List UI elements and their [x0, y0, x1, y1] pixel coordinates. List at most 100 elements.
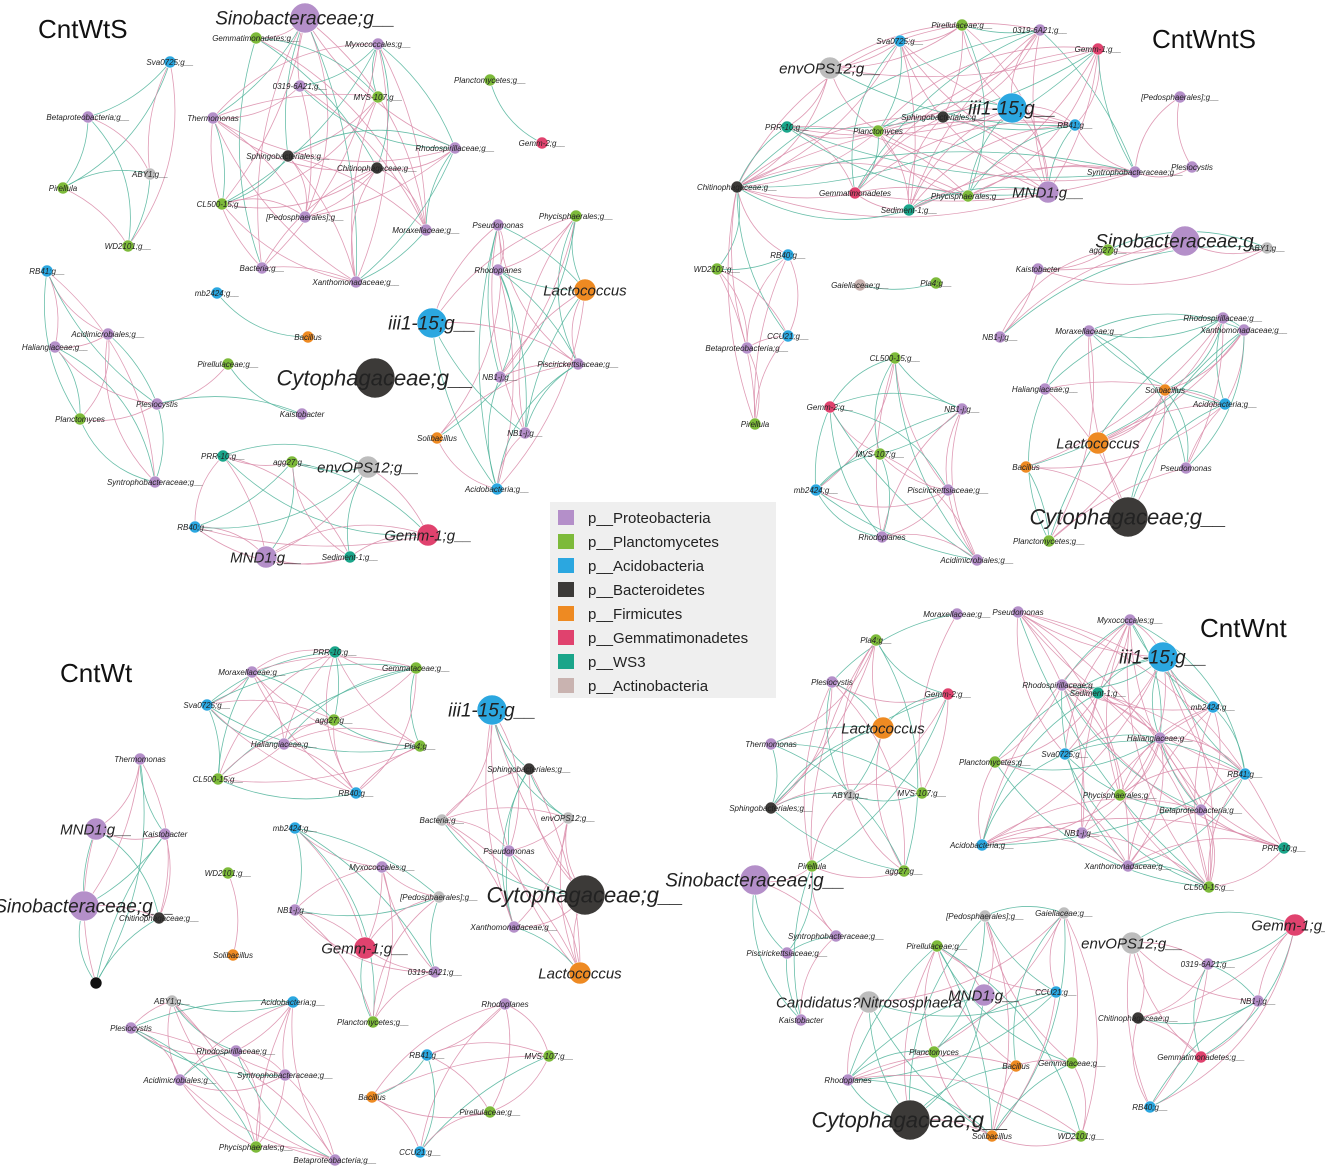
network-edge	[222, 455, 429, 536]
node-circle	[1218, 397, 1232, 411]
node-circle	[288, 903, 302, 917]
network-edge	[221, 17, 306, 205]
network-edge	[294, 896, 440, 917]
network-edge	[933, 1051, 1082, 1137]
network-node-cyto: Cytophagaceae;g__	[1030, 496, 1226, 538]
node-circle	[416, 307, 448, 339]
node-circle	[1113, 788, 1127, 802]
network-edge	[376, 167, 427, 231]
node-label: Acidimicrobiales;g__	[70, 330, 144, 339]
network-edge	[79, 333, 110, 420]
network-node-pirellul: Pirellulaceae;g__	[197, 357, 259, 371]
node-label: iii1-15;g__	[968, 99, 1056, 120]
network-edge	[981, 836, 1129, 867]
network-edge	[255, 1001, 294, 1148]
node-circle	[409, 661, 423, 675]
network-edge	[524, 363, 579, 434]
node-circle	[950, 607, 964, 621]
network-node-rb40: RB40;g__	[338, 786, 374, 800]
network-edge	[130, 1027, 257, 1148]
network-edge	[770, 743, 778, 809]
node-circle	[1123, 613, 1137, 627]
network-edge	[981, 827, 1083, 846]
network-edge	[1106, 619, 1131, 796]
network-edge	[489, 1055, 550, 1113]
network-edge	[1088, 330, 1129, 518]
node-circle	[988, 755, 1002, 769]
network-edge	[95, 758, 141, 830]
network-node-sva: Sva0725;g__	[146, 55, 194, 69]
network-node-pseudo: Pseudomonas	[483, 844, 535, 858]
network-node-c0319: 0319-6A21;g__	[408, 965, 462, 979]
node-label: mb2424;g__	[273, 824, 317, 833]
network-edge	[1047, 48, 1099, 193]
legend-label: p__Firmicutes	[588, 606, 682, 623]
network-edge	[508, 817, 569, 852]
node-label: Xanthomonadaceae;g__	[311, 278, 399, 287]
node-label: Lactococcus	[543, 282, 627, 299]
network-edge	[999, 268, 1039, 338]
network-edge	[171, 1000, 336, 1161]
network-node-gemmatim: Gemmatimonadetes	[819, 186, 891, 200]
node-label: Gemm-2;g__	[519, 139, 566, 148]
network-edge	[1200, 809, 1216, 888]
node-circle	[1074, 1129, 1088, 1143]
node-circle	[491, 218, 505, 232]
network-edge	[46, 270, 158, 405]
node-label: Pirellulaceae;g__	[197, 360, 258, 369]
node-circle	[573, 278, 597, 302]
network-node-black	[89, 976, 103, 990]
network-node-mnd1: MND1;g__	[60, 817, 132, 841]
node-circle	[936, 110, 950, 124]
node-circle	[1009, 1059, 1023, 1073]
network-node-solib: Solibacillus	[1145, 383, 1185, 397]
node-circle	[278, 1068, 292, 1082]
network-node-aby1: ABY1;g__	[153, 994, 190, 1008]
network-edge	[441, 709, 493, 821]
network-edge	[1162, 656, 1214, 888]
network-edge	[167, 1000, 181, 1081]
network-edge	[736, 186, 1049, 218]
network-edge	[206, 663, 417, 706]
network-edge	[994, 761, 1129, 867]
node-label: Pla4;g__	[920, 279, 952, 288]
node-label: Planctomycetes;g__	[337, 1018, 409, 1027]
node-label: [Pedosphaerales];g__	[1140, 93, 1219, 102]
node-circle	[871, 716, 895, 740]
network-node-syntro: Syntrophobacteraceae;g__	[788, 929, 884, 943]
network-edge	[377, 43, 456, 149]
network-edge	[981, 619, 1131, 846]
network-node-syntro: Syntrophobacteraceae;g__	[1087, 165, 1183, 179]
network-edge	[139, 758, 166, 835]
node-label: Gemm-1;g__	[321, 940, 409, 957]
network-edge	[1127, 809, 1202, 867]
node-circle	[781, 329, 795, 343]
network-edge	[294, 827, 440, 898]
node-circle	[889, 1099, 931, 1141]
network-node-phycis: Phycisphaerales;g__	[219, 1140, 293, 1154]
network-edge	[810, 639, 877, 867]
network-edge	[431, 215, 577, 324]
network-edge	[436, 363, 579, 439]
network-edge	[497, 269, 527, 434]
network-node-bacteria: Bacteria;g__	[420, 813, 464, 827]
network-edge	[1127, 773, 1246, 867]
network-node-aby1: ABY1;g__	[1248, 241, 1285, 255]
network-edge	[255, 37, 427, 231]
network-edge	[194, 461, 293, 528]
network-edge	[355, 147, 456, 283]
node-label: Haliangiaceae;g__	[1127, 734, 1193, 743]
network-edge	[815, 489, 949, 508]
network-edge	[441, 819, 510, 852]
network-node-pedo: [Pedosphaerales];g__	[1140, 90, 1219, 104]
network-edge	[942, 116, 1076, 131]
node-circle	[1173, 90, 1187, 104]
network-edge	[770, 681, 833, 809]
node-circle	[216, 449, 230, 463]
node-label: Moraxellaceae;g__	[1055, 327, 1123, 336]
node-label: Gemm-1;g__	[1251, 917, 1325, 934]
network-edge	[212, 117, 456, 162]
network-node-iii: iii1-15;g__	[388, 307, 476, 339]
node-circle	[740, 341, 754, 355]
network-edge	[1081, 737, 1161, 834]
